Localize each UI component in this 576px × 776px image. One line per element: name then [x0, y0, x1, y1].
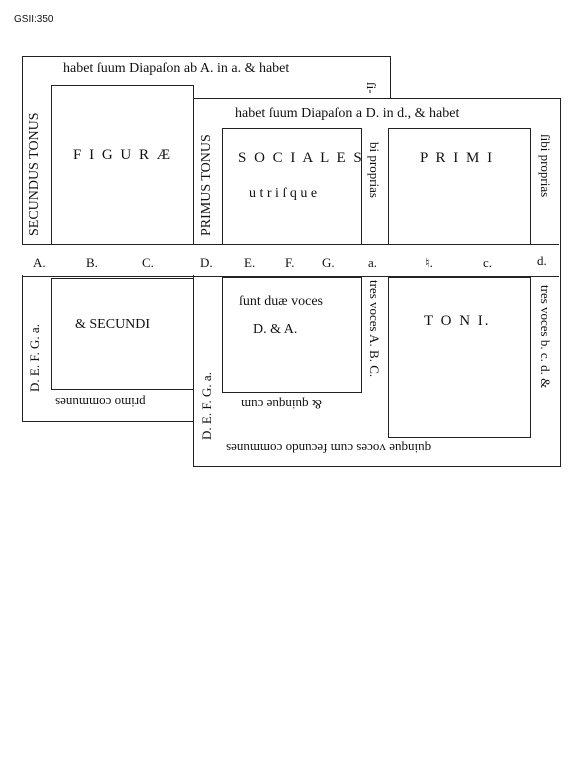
primus-bottom-inverted: quinque voces cum fecundo communes: [226, 441, 432, 456]
secundus-right-fragment: ſi-: [364, 82, 379, 94]
scale-note-G: G.: [322, 255, 335, 270]
primus-voces-box: [222, 277, 362, 393]
scale-strip-bottom-line: [22, 276, 559, 277]
primus-right-outer-text: ſibi proprias: [538, 134, 553, 198]
secundus-secundi-label: & SECUNDI: [75, 317, 151, 332]
scale-note-E: E.: [244, 255, 256, 270]
secundus-lower-inner-box: [51, 278, 194, 390]
scale-note-A: A.: [33, 255, 46, 270]
primus-tres-outer-text: tres voces b. c. d. &: [538, 285, 553, 389]
scale-strip-top-line: [22, 244, 559, 245]
primus-inner-right-upper: bi proprias: [367, 142, 382, 198]
primus-lower-scale-label: D. E. F. G. a.: [199, 372, 214, 440]
scale-note-a: a.: [368, 255, 378, 270]
primus-toni-box: [388, 277, 531, 438]
secundus-upper-inner-box: [51, 85, 194, 245]
scale-note-C: C.: [142, 255, 154, 270]
secundus-bottom-inverted: primo communes: [55, 395, 146, 410]
primus-outer-frame: [193, 98, 561, 467]
scale-note-c: c.: [483, 255, 493, 270]
scale-note-F: F.: [285, 255, 295, 270]
primus-toni-label: T O N I.: [424, 313, 491, 329]
scale-note-B: B.: [86, 255, 98, 270]
primus-voces-line2: D. & A.: [253, 322, 298, 337]
secundus-tonus-label: SECUNDUS TONUS: [27, 112, 42, 236]
page-code: GSII:350: [14, 14, 54, 25]
primus-top-text: habet ſuum Diapaſon a D. in d., & habet: [235, 106, 460, 121]
primus-quinque-inverted: & quinque cum: [241, 397, 322, 412]
primus-utrisque-label: u t r i ſ q u e: [249, 186, 318, 201]
primus-sociales-label: S O C I A L E S: [238, 150, 364, 166]
primus-voces-line1: ſunt duæ voces: [239, 294, 323, 309]
primus-quinque-inverted-text: & quinque cum: [241, 397, 322, 412]
primus-primi-box: [388, 128, 531, 245]
primus-primi-label: P R I M I: [420, 150, 495, 166]
primus-tonus-label: PRIMUS TONUS: [199, 134, 214, 236]
secundus-figurae-label: F I G U R Æ: [73, 147, 173, 163]
secundus-lower-scale-label: D. E. F. G. a.: [27, 324, 42, 392]
scale-note-D: D.: [200, 255, 213, 270]
primus-bottom-inverted-text: quinque voces cum fecundo communes: [226, 441, 432, 456]
primus-tres-inner-text: tres voces A. B. C.: [367, 280, 382, 378]
secundus-bottom-inverted-text: primo communes: [55, 395, 146, 410]
scale-strip-band: [22, 245, 559, 275]
scale-note-natural: ♮.: [425, 255, 433, 270]
scale-note-d: d.: [537, 253, 547, 268]
secundus-top-text: habet ſuum Diapaſon ab A. in a. & habet: [63, 61, 290, 76]
